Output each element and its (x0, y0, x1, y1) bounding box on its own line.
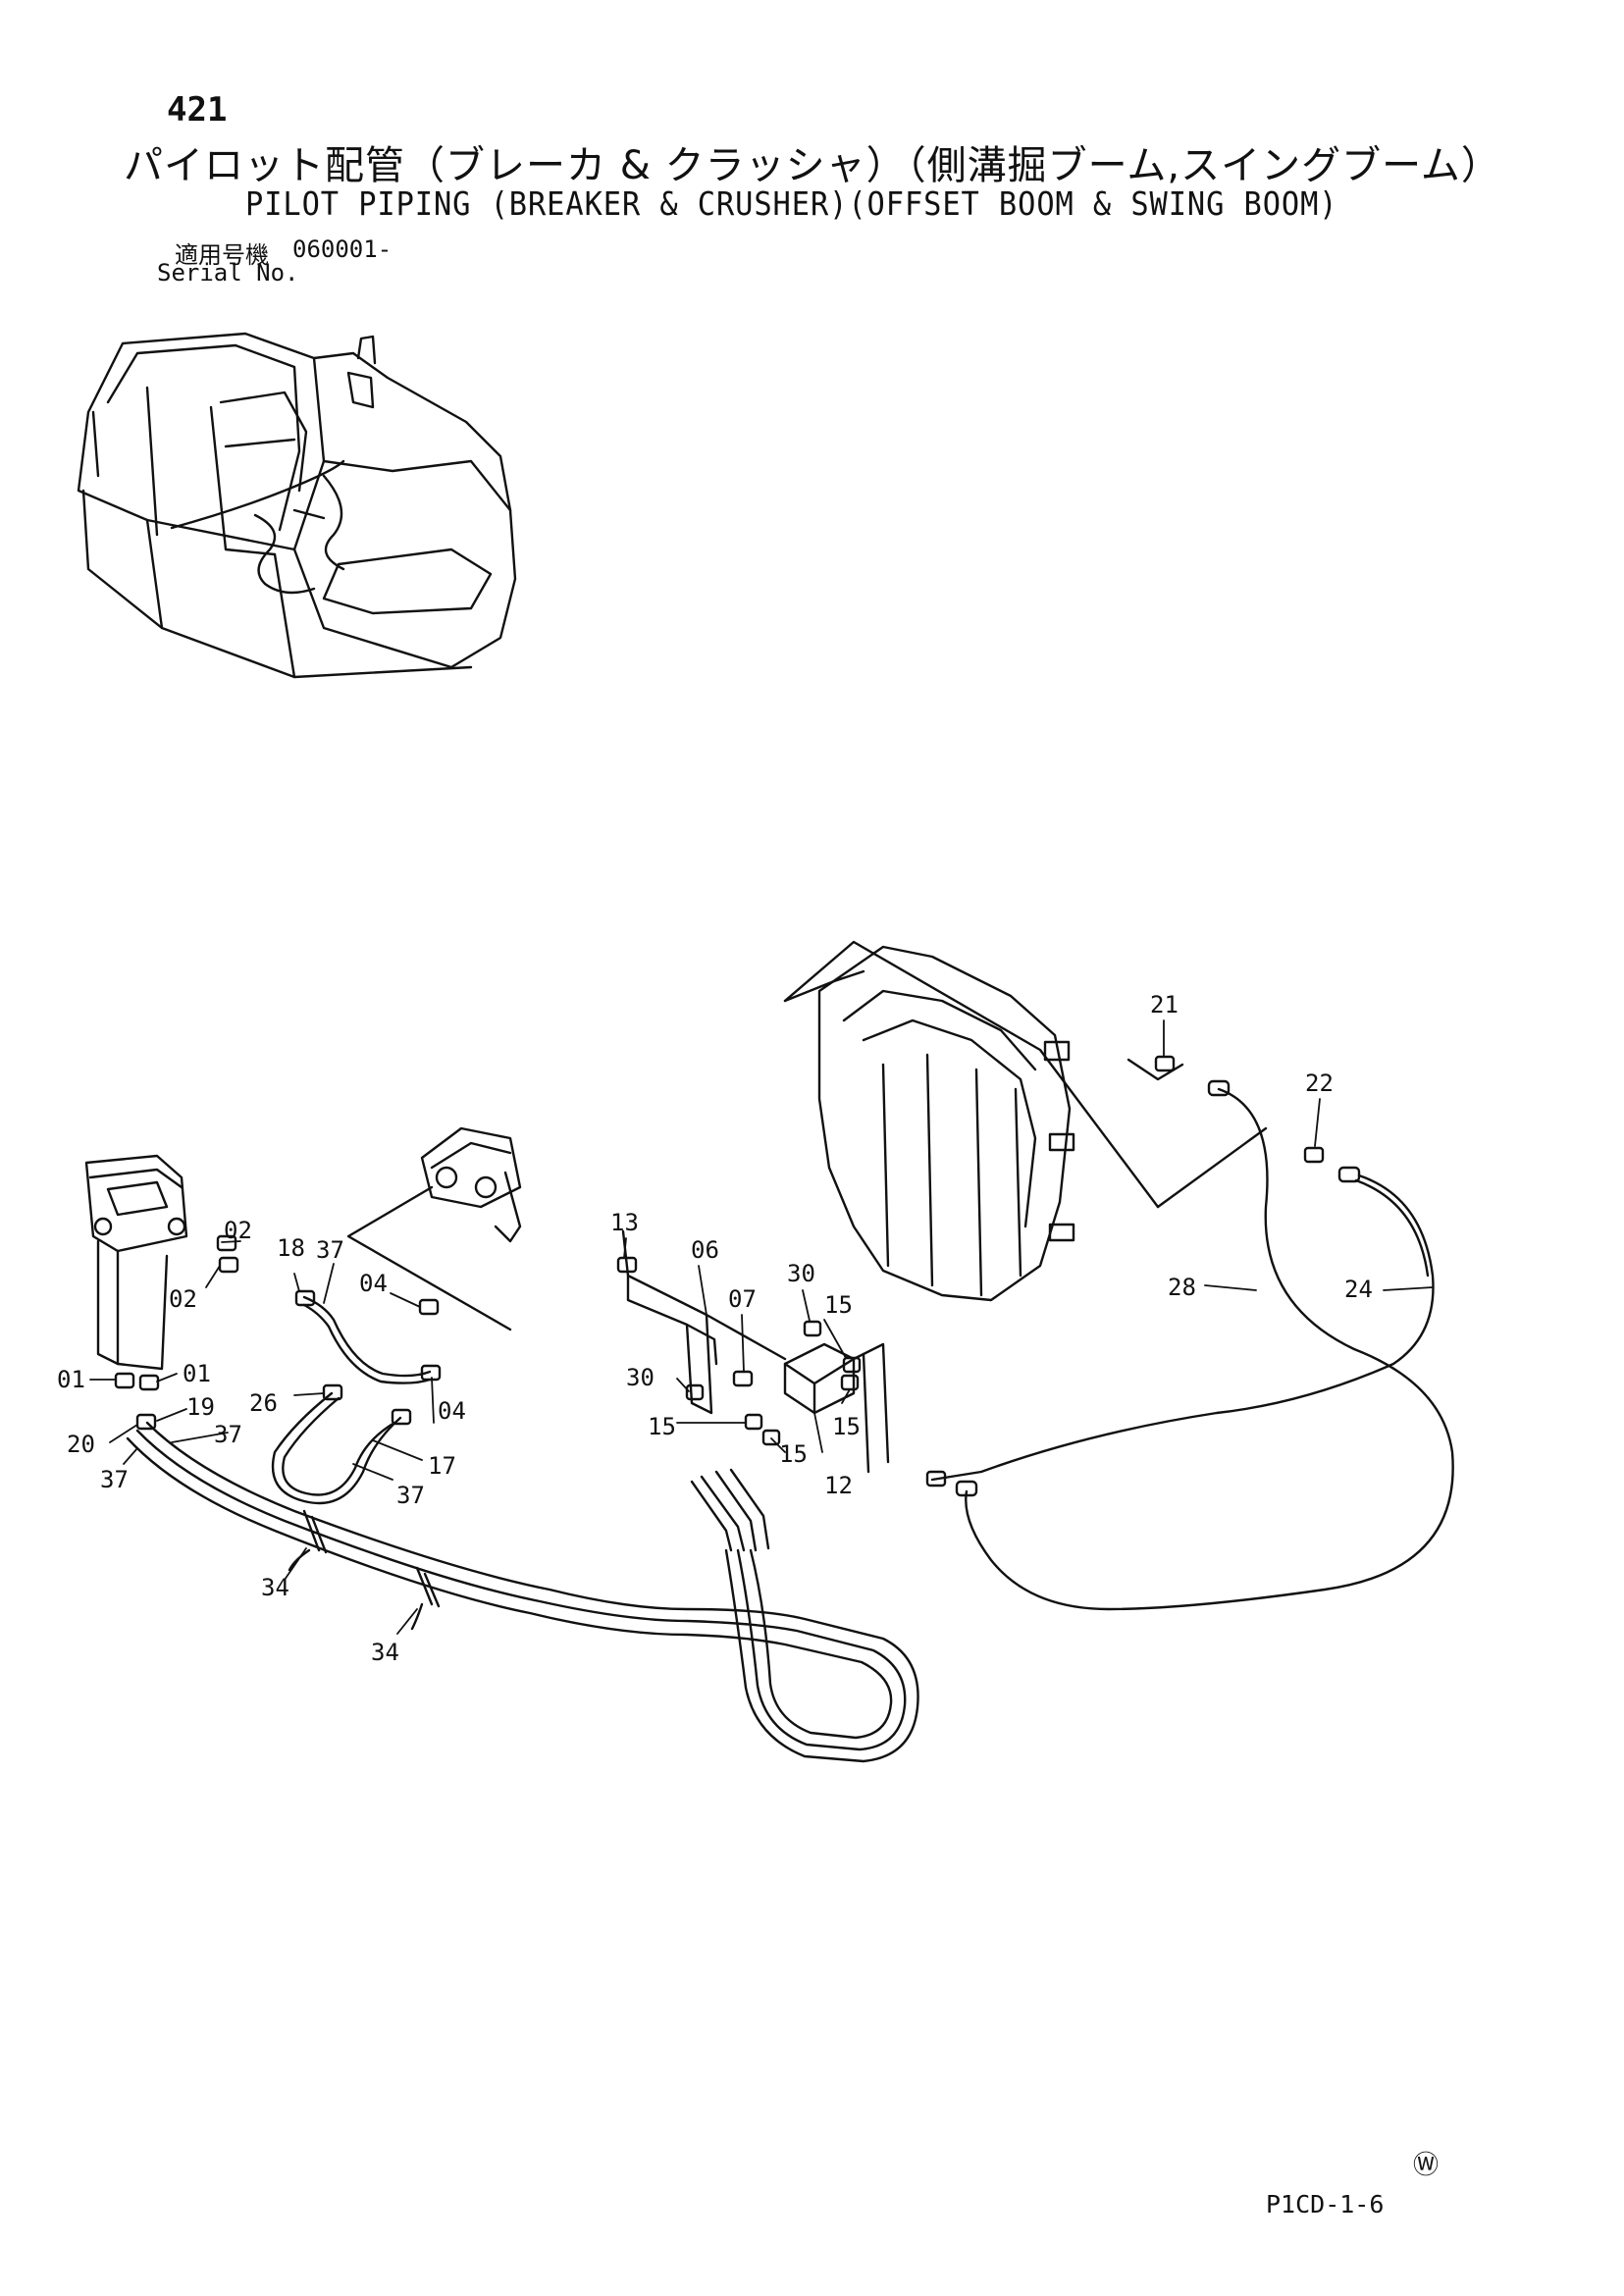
callout-37: 37 (316, 1236, 344, 1264)
page-number: 421 (167, 90, 228, 130)
callout-labels: 21 22 28 24 13 06 30 07 15 30 15 15 15 1… (57, 991, 1373, 1666)
callout-24: 24 (1344, 1276, 1373, 1303)
callout-30: 30 (626, 1364, 655, 1391)
callout-02: 02 (169, 1285, 197, 1313)
callout-18: 18 (277, 1234, 305, 1262)
serial-label-japanese: 適用号機 (175, 241, 269, 269)
callout-12: 12 (824, 1472, 853, 1499)
excavator-cab-illustration (77, 332, 517, 679)
callout-15: 15 (779, 1440, 808, 1468)
pilot-valve-block (84, 1154, 188, 1371)
callout-01: 01 (183, 1360, 211, 1387)
serial-number: 060001- (292, 235, 393, 263)
callout-30: 30 (787, 1260, 815, 1287)
title-english: PILOT PIPING (BREAKER & CRUSHER)(OFFSET … (245, 184, 1338, 223)
callout-21: 21 (1150, 991, 1179, 1018)
callout-28: 28 (1168, 1274, 1196, 1301)
callout-15: 15 (832, 1413, 861, 1440)
callout-07: 07 (728, 1285, 757, 1313)
callout-15: 15 (824, 1291, 853, 1319)
leader-lines (89, 1019, 1434, 1635)
control-valve-assembly (783, 940, 1268, 1302)
callout-15: 15 (648, 1413, 676, 1440)
serial-label-english: Serial No. (157, 259, 299, 287)
callout-26: 26 (249, 1389, 278, 1417)
callout-19: 19 (186, 1393, 215, 1421)
hoses (126, 1087, 1454, 1763)
drawing-code: P1CD-1-6 (1266, 2190, 1385, 2218)
callout-37: 37 (396, 1482, 425, 1509)
callout-22: 22 (1305, 1070, 1334, 1097)
callout-13: 13 (610, 1209, 639, 1236)
callout-20: 20 (67, 1431, 95, 1458)
callout-02: 02 (224, 1217, 252, 1244)
title-japanese: パイロット配管（ブレーカ & クラッシャ）（側溝掘ブーム,スイングブーム） (124, 143, 1501, 188)
solenoid-valve (346, 1126, 522, 1331)
callout-04: 04 (438, 1397, 466, 1425)
callout-37: 37 (100, 1466, 129, 1493)
callout-01: 01 (57, 1366, 85, 1393)
callout-17: 17 (428, 1452, 456, 1480)
w-mark-icon: Ⓦ (1413, 2151, 1440, 2180)
callout-37: 37 (214, 1421, 242, 1448)
callout-34: 34 (371, 1639, 399, 1666)
callout-06: 06 (691, 1236, 719, 1264)
callout-04: 04 (359, 1270, 388, 1297)
callout-34: 34 (261, 1574, 289, 1601)
